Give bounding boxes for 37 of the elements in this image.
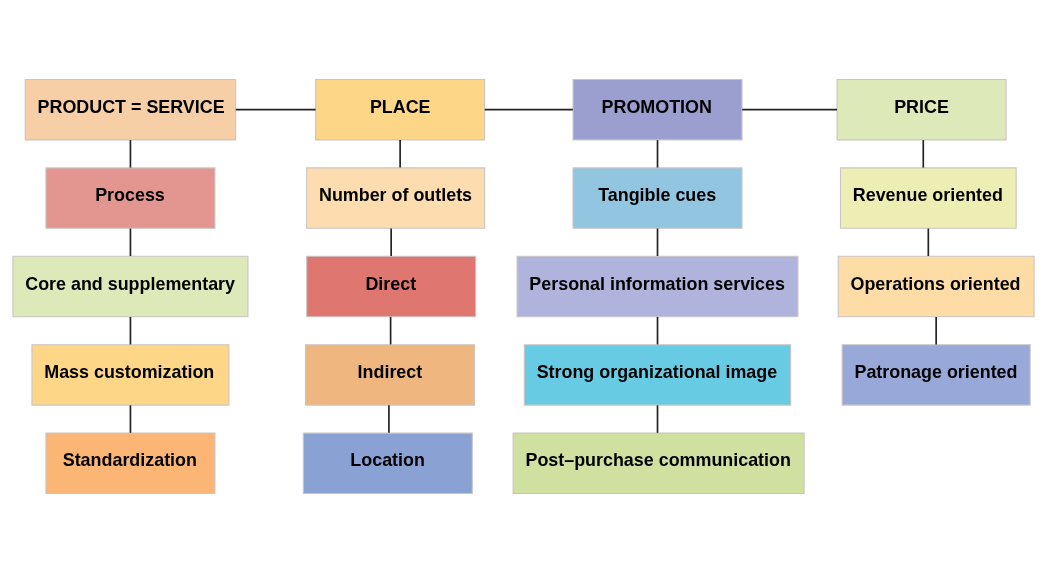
node-box: PROMOTION xyxy=(572,78,743,141)
node-box: Revenue oriented xyxy=(839,167,1017,229)
connector xyxy=(399,139,401,169)
connector xyxy=(922,139,925,169)
node-box: Operations oriented xyxy=(837,255,1035,318)
connector xyxy=(656,227,659,257)
node-box: Number of outlets xyxy=(306,167,486,229)
node-box: PRODUCT = SERVICE xyxy=(24,78,237,141)
connector xyxy=(129,139,132,169)
connector xyxy=(483,108,574,111)
connector xyxy=(235,108,317,111)
connector xyxy=(389,316,392,346)
node-box: Standardization xyxy=(45,432,216,495)
connector xyxy=(656,404,659,434)
connector xyxy=(656,139,659,169)
node-box: Direct xyxy=(306,255,477,318)
node-box: Location xyxy=(302,432,473,495)
connector xyxy=(129,404,132,434)
node-box: Strong organizational image xyxy=(523,344,792,406)
connector xyxy=(741,108,838,111)
node-box: Core and supplementary xyxy=(12,255,249,318)
connector xyxy=(390,227,392,257)
connector xyxy=(935,316,937,346)
node-box: Process xyxy=(45,167,216,229)
node-box: Personal information services xyxy=(516,255,799,318)
node-box: Patronage oriented xyxy=(841,344,1031,406)
node-box: Tangible cues xyxy=(572,167,743,229)
node-box: Mass customization xyxy=(31,344,230,406)
node-box: PRICE xyxy=(836,78,1007,141)
node-box: PLACE xyxy=(315,78,486,141)
connector xyxy=(129,227,132,257)
connector xyxy=(656,316,659,346)
connector xyxy=(129,316,132,346)
connector xyxy=(927,227,930,257)
node-box: Post–purchase communication xyxy=(512,432,805,495)
node-box: Indirect xyxy=(305,344,476,406)
connector xyxy=(388,404,390,434)
